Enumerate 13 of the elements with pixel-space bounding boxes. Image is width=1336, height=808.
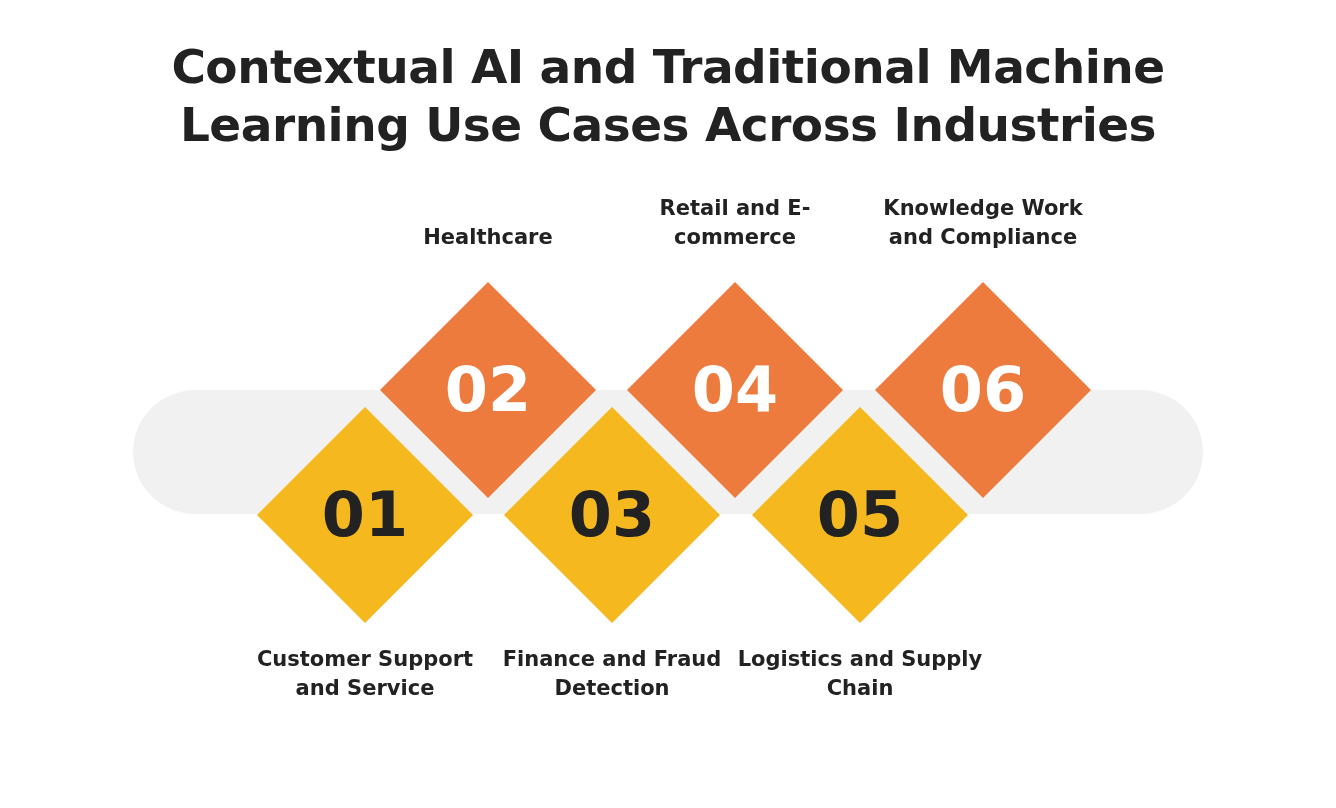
step-number: 02: [444, 355, 532, 425]
industry-label: Knowledge Work and Compliance: [882, 195, 1084, 251]
industry-label: Finance and Fraud Detection: [501, 646, 723, 702]
industry-label: Customer Support and Service: [255, 646, 475, 702]
industry-label: Healthcare: [422, 224, 554, 251]
title: Contextual AI and Traditional Machine Learning Use Cases Across Industries: [170, 38, 1166, 154]
industry-label: Retail and E-commerce: [658, 195, 812, 251]
step-number: 01: [321, 480, 409, 550]
industry-label: Logistics and Supply Chain: [736, 646, 984, 702]
step-number: 04: [691, 355, 779, 425]
step-number: 06: [939, 355, 1027, 425]
step-number: 05: [816, 480, 904, 550]
step-number: 03: [568, 480, 656, 550]
